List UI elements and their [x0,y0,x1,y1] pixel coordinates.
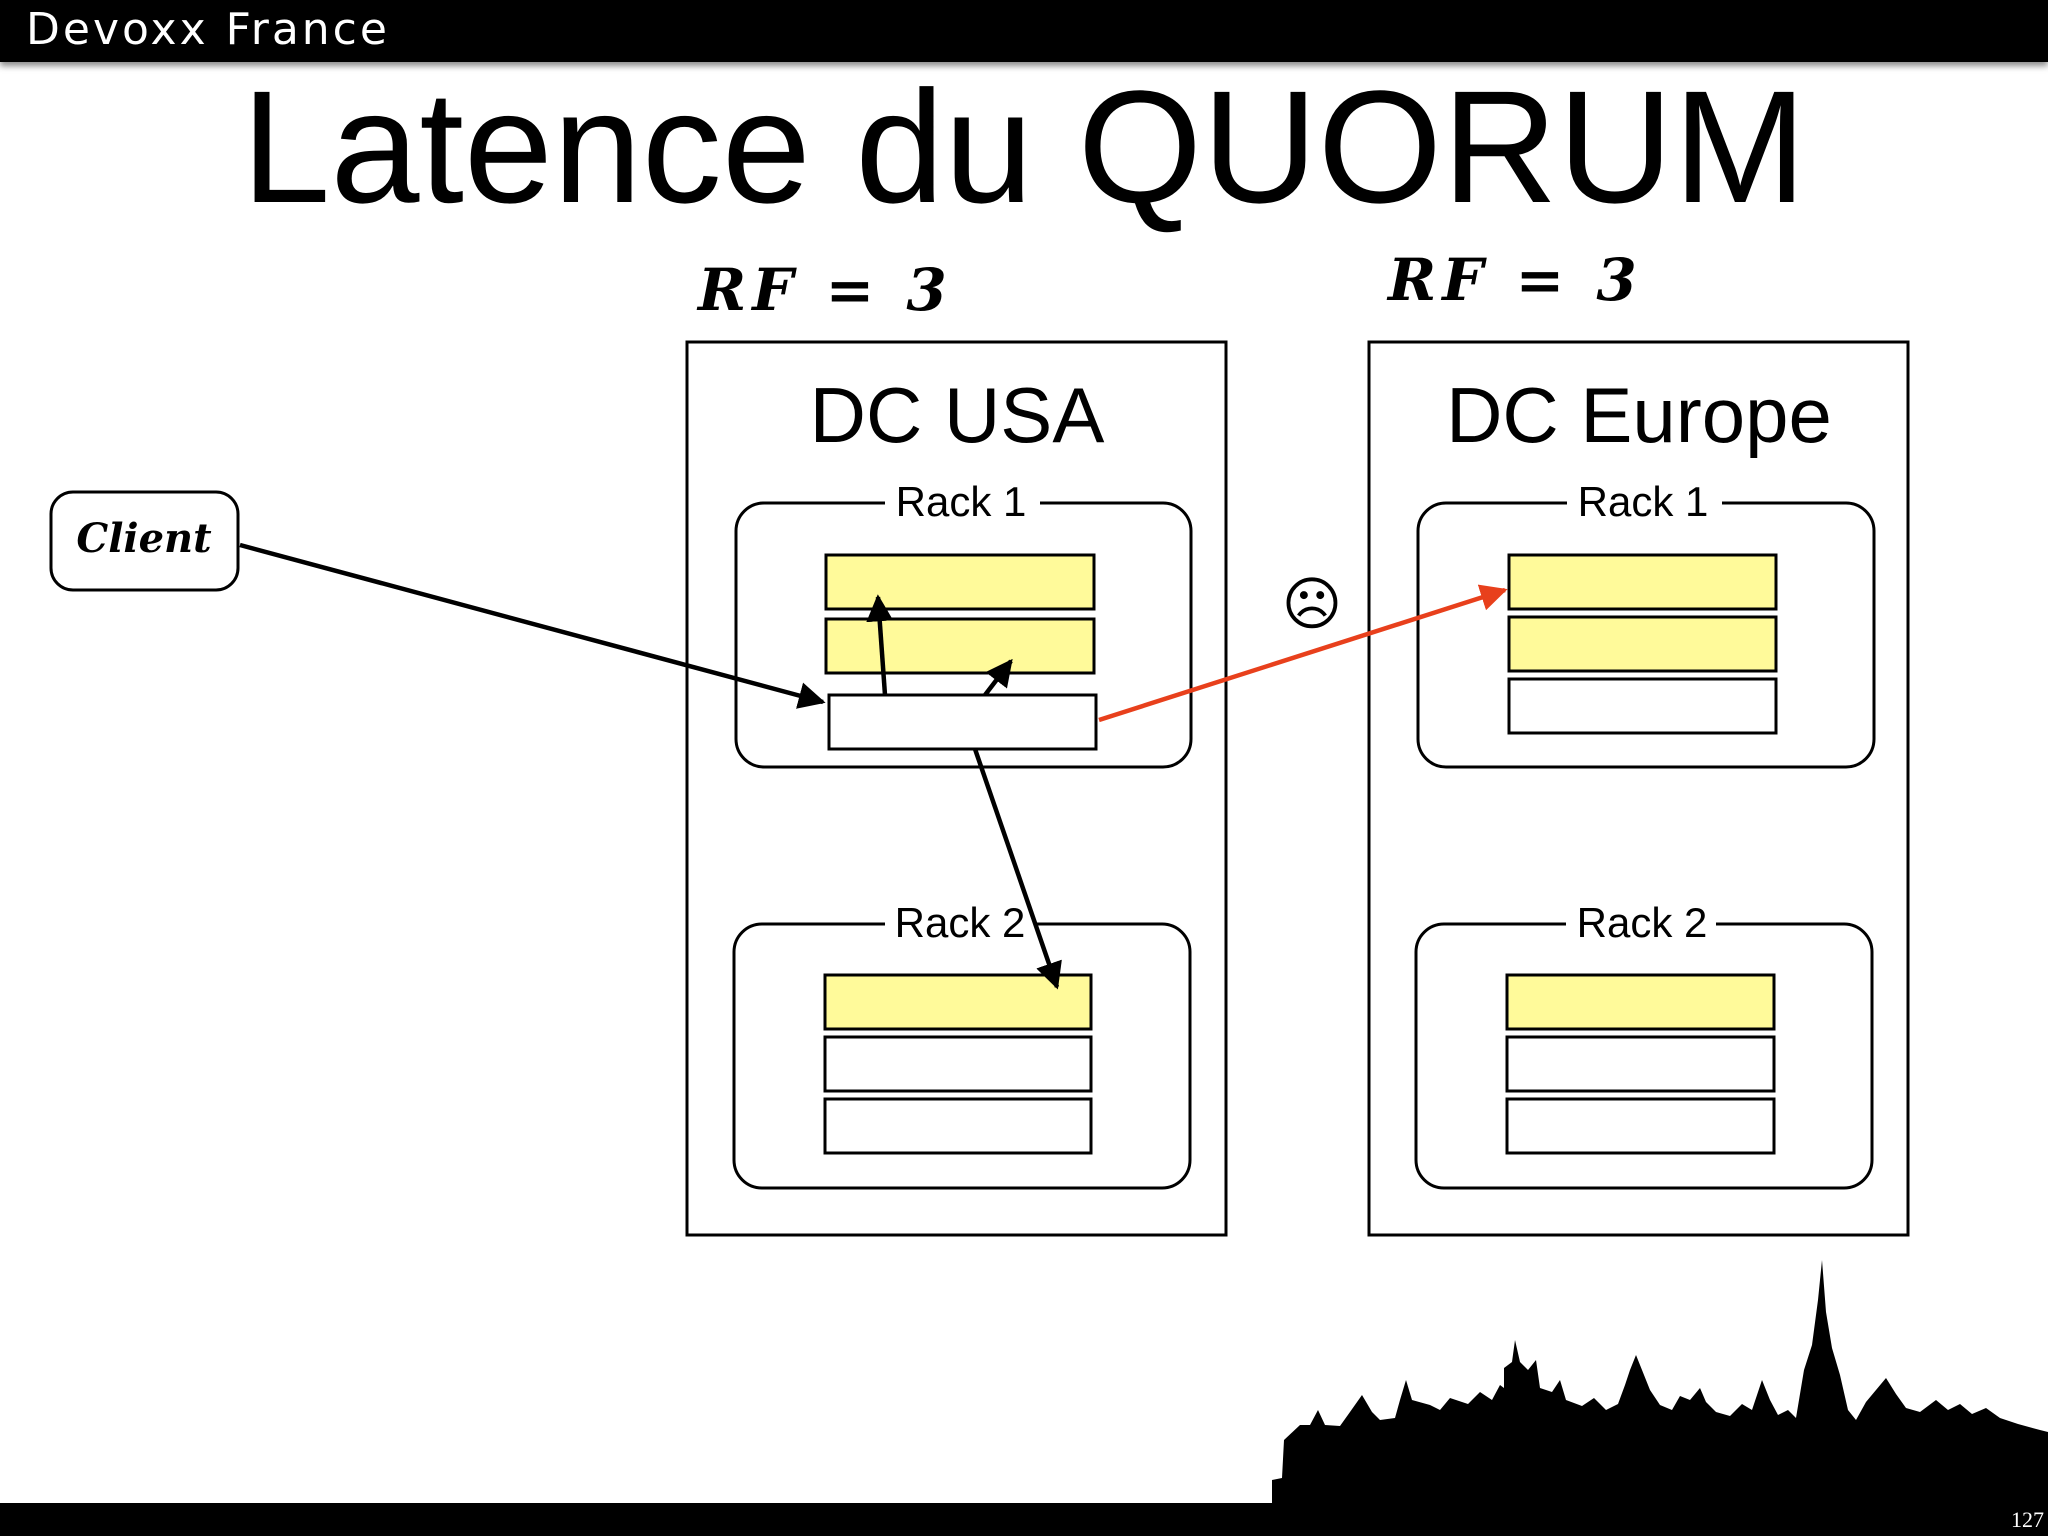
rf-label-europe: RF = 3 [1386,246,1643,314]
header-bar: Devoxx France [0,0,2048,62]
rack-label: Rack 1 [1578,478,1709,525]
node-replica [1505,973,1776,1031]
coordinator-to-replica-arrow [983,658,1013,697]
rack-usa-1: Rack 1 [734,478,1193,769]
node-empty [823,1097,1093,1155]
node-replica [823,973,1093,1031]
node-empty [1507,677,1778,735]
node-replica [824,617,1096,675]
node-empty [823,1035,1093,1093]
coordinator-to-europe-arrow [1098,584,1508,723]
node-replica [824,553,1096,611]
node-replica [1507,553,1778,611]
rf-label-usa: RF = 3 [696,256,953,324]
node-empty [1505,1097,1776,1155]
coordinator-to-rack2-arrow [972,748,1062,990]
datacenter-name: DC Europe [1446,371,1832,459]
rack-label: Rack 1 [896,478,1027,525]
client-node: Client [49,490,240,592]
node-replica [1507,615,1778,673]
coordinator-to-replica-arrow [866,594,894,696]
brand-label: Devoxx France [26,4,390,55]
rack-label: Rack 2 [1577,899,1708,946]
rack-europe-1: Rack 1 [1416,478,1876,769]
rack-europe-2: Rack 2 [1414,899,1874,1190]
footer-bar [0,1503,2048,1536]
client-label: Client [76,515,212,562]
page-number: 127 [2011,1507,2044,1532]
rack-label: Rack 2 [895,899,1026,946]
sad-face-icon: ☹ [1282,570,1342,638]
paris-skyline-icon [1272,1260,2048,1503]
datacenter-europe: DC Europe Rack 1 Rack 2 [1367,340,1910,1237]
node-coordinator [827,693,1098,751]
slide-title: Latence du QUORUM [241,57,1807,236]
datacenter-usa: DC USA Rack 1 Rack 2 [685,340,1228,1237]
datacenter-name: DC USA [810,371,1105,459]
rack-usa-2: Rack 2 [732,899,1192,1190]
client-to-coordinator-arrow [239,542,826,709]
node-empty [1505,1035,1776,1093]
